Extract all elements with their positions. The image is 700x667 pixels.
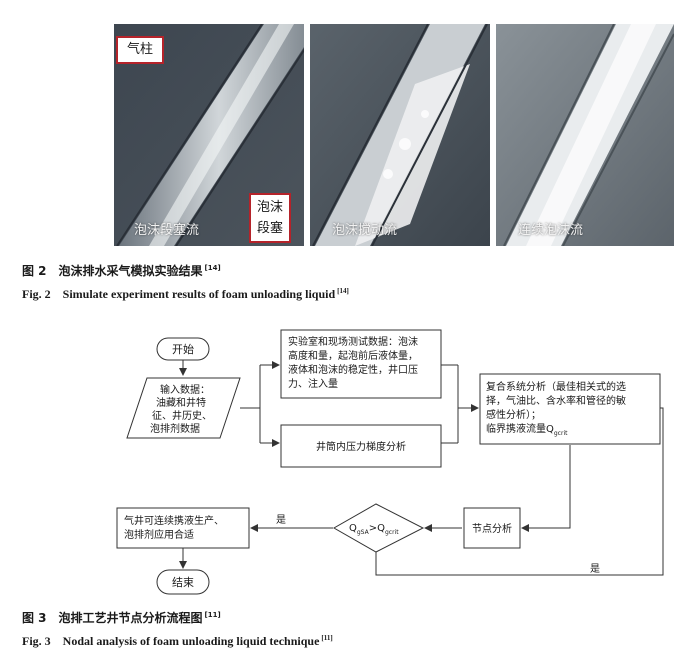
figure2-caption-cn-text: 图 2 泡沫排水采气模拟实验结果 — [22, 264, 203, 278]
critical-flow-text: 临界携液流量Qgcrit — [486, 422, 568, 437]
system-line-2: 择，气油比、含水率和管径的敏 — [486, 394, 626, 407]
lab-data-text: 实验室和现场测试数据：泡沫 高度和量，起泡前后液体量， 液体和泡沫的稳定性，井口… — [288, 335, 421, 390]
input-text: 输入数据： 油藏和井特 征、井历史、 泡排剂数据 — [150, 383, 215, 435]
start-text: 开始 — [172, 342, 194, 356]
result-text: 气井可连续携液生产、 泡排剂应用合适 — [124, 514, 227, 541]
figure2-caption-en: Fig. 2 Simulate experiment results of fo… — [22, 285, 349, 302]
figure2-ref-cn: [14] — [205, 264, 221, 272]
lab-line-2: 高度和量，起泡前后液体量， — [288, 349, 418, 362]
input-node — [127, 378, 240, 438]
pipe-photo-2 — [310, 24, 490, 246]
edge-decision-loop — [376, 408, 663, 575]
photo-foam-churn-flow: 泡沫搅动流 — [310, 24, 490, 246]
decision-sub2: gcrit — [385, 529, 399, 536]
critical-flow-sub: gcrit — [554, 430, 568, 437]
result-line-2: 泡排剂应用合适 — [124, 528, 194, 541]
lab-line-1: 实验室和现场测试数据：泡沫 — [288, 335, 418, 348]
decision-q1: Q — [349, 523, 357, 534]
system-analysis-node — [480, 374, 660, 444]
figure2-caption-en-text: Fig. 2 Simulate experiment results of fo… — [22, 287, 335, 301]
yes-label-2: 是 — [590, 563, 600, 575]
yes-label-1: 是 — [276, 514, 286, 526]
result-node — [117, 508, 249, 548]
system-line-3: 感性分析）； — [486, 408, 541, 421]
figure2-ref-en: [14] — [337, 287, 349, 295]
figure3-caption-cn: 图 3 泡排工艺井节点分析流程图[11] — [22, 609, 221, 626]
panel-caption-3: 连续泡沫流 — [518, 219, 583, 238]
pipe-photo-3 — [496, 24, 674, 246]
lab-data-node — [281, 330, 441, 398]
foam-slug-label: 泡沫 段塞 — [249, 193, 291, 243]
figure3-ref-cn: [11] — [205, 611, 221, 619]
panel-caption-1: 泡沫段塞流 — [134, 219, 199, 238]
input-line-4: 泡排剂数据 — [150, 422, 200, 435]
figure3-ref-en: [11] — [321, 634, 332, 642]
lab-line-3: 液体和泡沫的稳定性，井口压 — [288, 363, 418, 376]
input-line-1: 输入数据： — [160, 383, 210, 396]
figure3-caption-cn-text: 图 3 泡排工艺井节点分析流程图 — [22, 611, 203, 625]
end-text: 结束 — [172, 576, 194, 589]
lab-line-4: 力、注入量 — [288, 377, 338, 390]
critical-flow-prefix: 临界携液流量Q — [486, 422, 554, 435]
system-line-1: 复合系统分析（最佳相关式的选 — [486, 380, 626, 393]
nodal-analysis-text: 节点分析 — [472, 522, 512, 535]
input-line-2: 油藏和井特 — [156, 396, 206, 409]
decision-op: >Q — [369, 523, 385, 534]
start-node — [157, 338, 209, 360]
system-analysis-text: 复合系统分析（最佳相关式的选 择，气油比、含水率和管径的敏 感性分析）； — [486, 380, 629, 421]
decision-node — [334, 504, 423, 552]
nodal-analysis-node — [464, 508, 520, 548]
photo-continuous-foam-flow: 连续泡沫流 — [496, 24, 674, 246]
figure3-caption-en-text: Fig. 3 Nodal analysis of foam unloading … — [22, 634, 319, 648]
end-node — [157, 570, 209, 594]
panel-caption-2: 泡沫搅动流 — [332, 219, 397, 238]
figure2-caption-cn: 图 2 泡沫排水采气模拟实验结果[14] — [22, 262, 221, 279]
foam-slug-label-line2: 段塞 — [251, 218, 289, 239]
foam-slug-label-line1: 泡沫 — [251, 197, 289, 218]
pressure-gradient-node — [281, 425, 441, 467]
decision-sub1: gSA — [357, 529, 370, 536]
decision-text: QgSA>Qgcrit — [349, 523, 399, 536]
pressure-gradient-text: 井筒内压力梯度分析 — [316, 440, 406, 453]
edge-system-nodal — [522, 445, 570, 528]
figure3-caption-en: Fig. 3 Nodal analysis of foam unloading … — [22, 632, 333, 649]
result-line-1: 气井可连续携液生产、 — [124, 514, 224, 527]
input-line-3: 征、井历史、 — [152, 409, 212, 422]
gas-column-label: 气柱 — [116, 36, 164, 64]
